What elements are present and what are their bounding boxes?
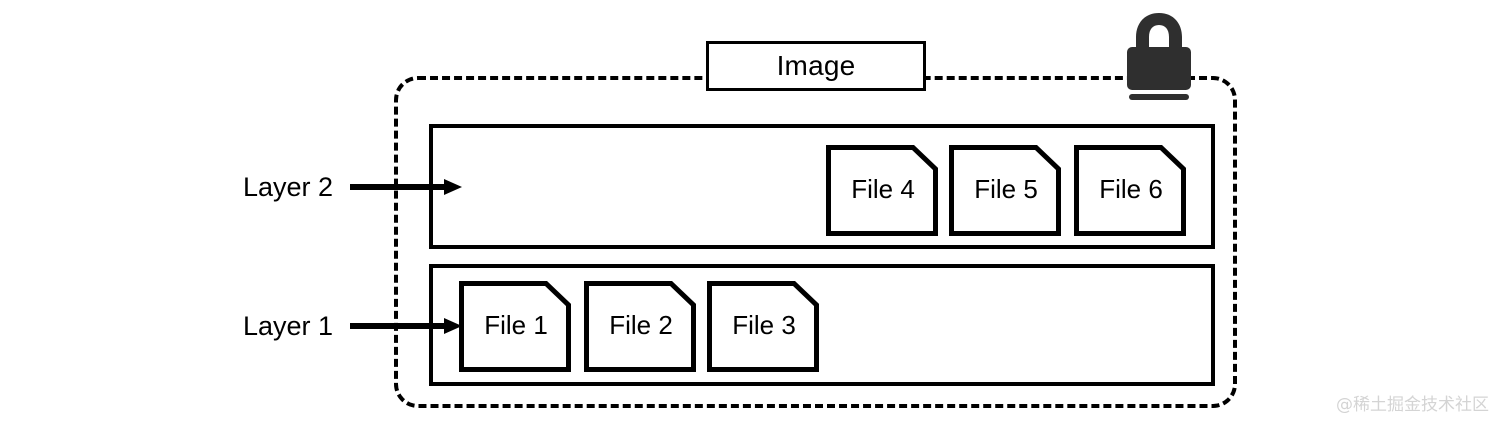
layer-2-annotation-label: Layer 2 bbox=[243, 172, 334, 202]
file-label: File 5 bbox=[974, 174, 1038, 204]
file-label: File 4 bbox=[851, 174, 915, 204]
layer-1-arrow-icon bbox=[350, 318, 462, 334]
file-label: File 3 bbox=[732, 310, 796, 340]
file-shape-icon bbox=[826, 145, 938, 236]
file-card-file-2: File 2 bbox=[584, 281, 696, 372]
layer-1-box: File 1 File 2 File 3 bbox=[429, 264, 1215, 386]
file-shape-icon bbox=[1074, 145, 1186, 236]
file-label: File 2 bbox=[609, 310, 673, 340]
image-title-label: Image bbox=[776, 50, 856, 81]
file-shape-icon bbox=[459, 281, 571, 372]
file-card-file-5: File 5 bbox=[949, 145, 1061, 236]
padlock-icon bbox=[1127, 13, 1191, 100]
watermark-text: @稀土掘金技术社区 bbox=[1336, 395, 1489, 415]
file-card-file-1: File 1 bbox=[459, 281, 571, 372]
file-shape-icon bbox=[584, 281, 696, 372]
layer-2-box: File 4 File 5 File 6 bbox=[429, 124, 1215, 249]
file-card-file-6: File 6 bbox=[1074, 145, 1186, 236]
file-shape-icon bbox=[949, 145, 1061, 236]
layer-1-annotation-label: Layer 1 bbox=[243, 311, 334, 341]
file-card-file-3: File 3 bbox=[707, 281, 819, 372]
image-title-box: Image bbox=[706, 41, 926, 91]
layer-2-arrow-icon bbox=[350, 179, 462, 195]
file-shape-icon bbox=[707, 281, 819, 372]
file-card-file-4: File 4 bbox=[826, 145, 938, 236]
file-label: File 1 bbox=[484, 310, 548, 340]
file-label: File 6 bbox=[1099, 174, 1163, 204]
